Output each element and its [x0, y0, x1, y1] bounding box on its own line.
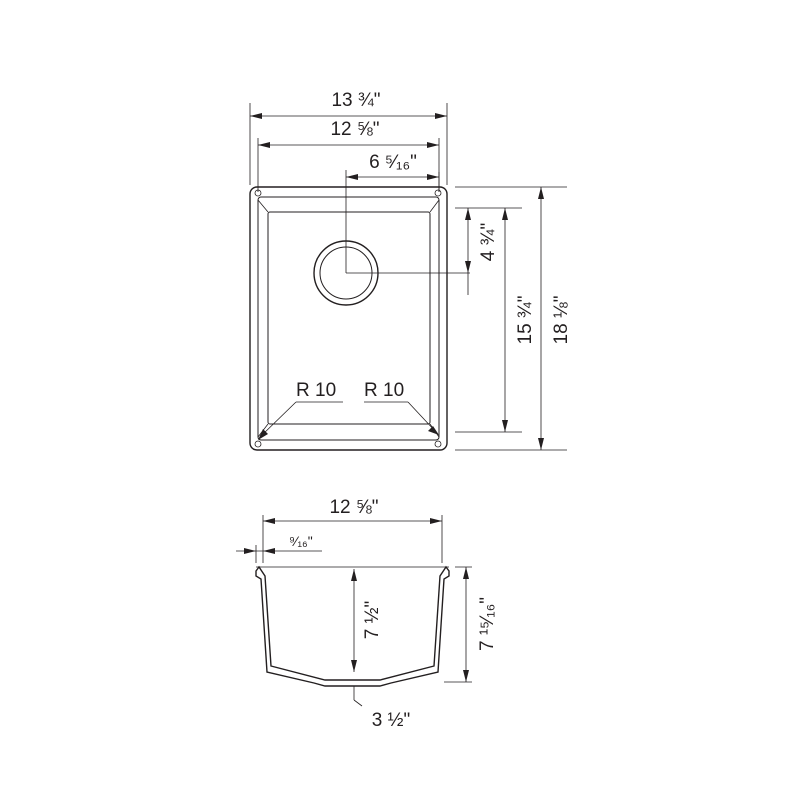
- dim-flange-thickness: ⁹⁄₁₆": [289, 533, 313, 549]
- sink-bowl-edge: [257, 196, 440, 441]
- dim-drain-offset-x: 6 ⁵⁄₁₆": [369, 152, 417, 173]
- dim-drain-offset-y: 4 ¾": [478, 223, 499, 261]
- dim-side-inner-width: 12 ⅝": [329, 497, 378, 518]
- dim-overall-width: 13 ¾": [331, 90, 380, 111]
- dim-drain-width: 3 ½": [372, 710, 410, 731]
- dim-inner-length: 15 ¾": [515, 295, 536, 344]
- mount-hole-icon: [434, 440, 442, 448]
- dim-overall-depth: 7 ¹⁵⁄₁₆": [477, 597, 498, 651]
- dim-overall-length: 18 ⅛": [551, 295, 572, 344]
- mount-hole-icon: [434, 189, 442, 197]
- radius-right-label: R 10: [364, 380, 404, 401]
- top-view: 13 ¾" 12 ⅝" 6 ⁵⁄₁₆" 4 ¾" 15 ¾" 18: [249, 90, 572, 451]
- sink-bowl-bottom: [267, 211, 431, 425]
- sink-outer-rim: [249, 186, 448, 451]
- side-view: 12 ⅝" ⁹⁄₁₆" 7 ½" 7 ¹⁵⁄₁₆" 3 ½": [236, 497, 498, 731]
- mount-hole-icon: [254, 440, 262, 448]
- sink-profile: [255, 565, 450, 687]
- dim-inner-depth: 7 ½": [362, 601, 383, 639]
- radius-left-label: R 10: [296, 380, 336, 401]
- dim-inner-width: 12 ⅝": [330, 119, 379, 140]
